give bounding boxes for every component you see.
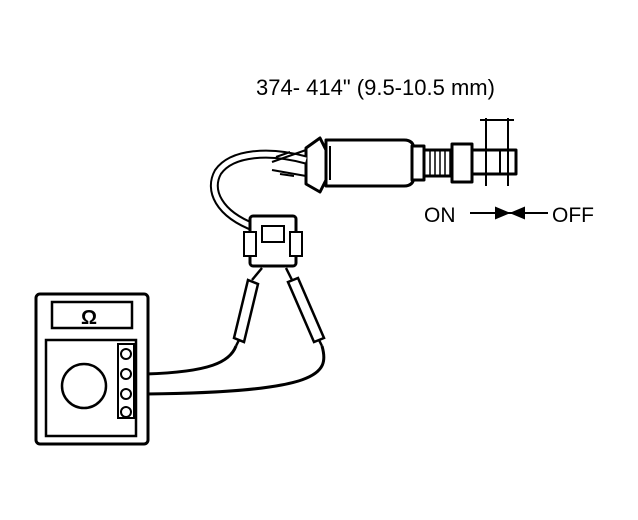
test-probe-right	[284, 267, 326, 347]
off-label: OFF	[552, 204, 594, 227]
harness-connector	[243, 214, 303, 268]
meter-jacks	[120, 348, 132, 418]
thread-lines	[429, 150, 451, 176]
switch-wire-harness	[209, 149, 308, 233]
test-probe-left	[232, 267, 263, 347]
brake-light-switch	[304, 136, 518, 194]
ohmmeter	[34, 292, 150, 446]
on-label: ON	[424, 204, 456, 227]
dimension-label: 374- 414" (9.5-10.5 mm)	[256, 75, 495, 100]
dimension-bracket	[480, 118, 514, 186]
test-leads	[145, 345, 326, 396]
ohm-symbol: Ω	[81, 307, 97, 329]
direction-arrows	[470, 206, 548, 220]
